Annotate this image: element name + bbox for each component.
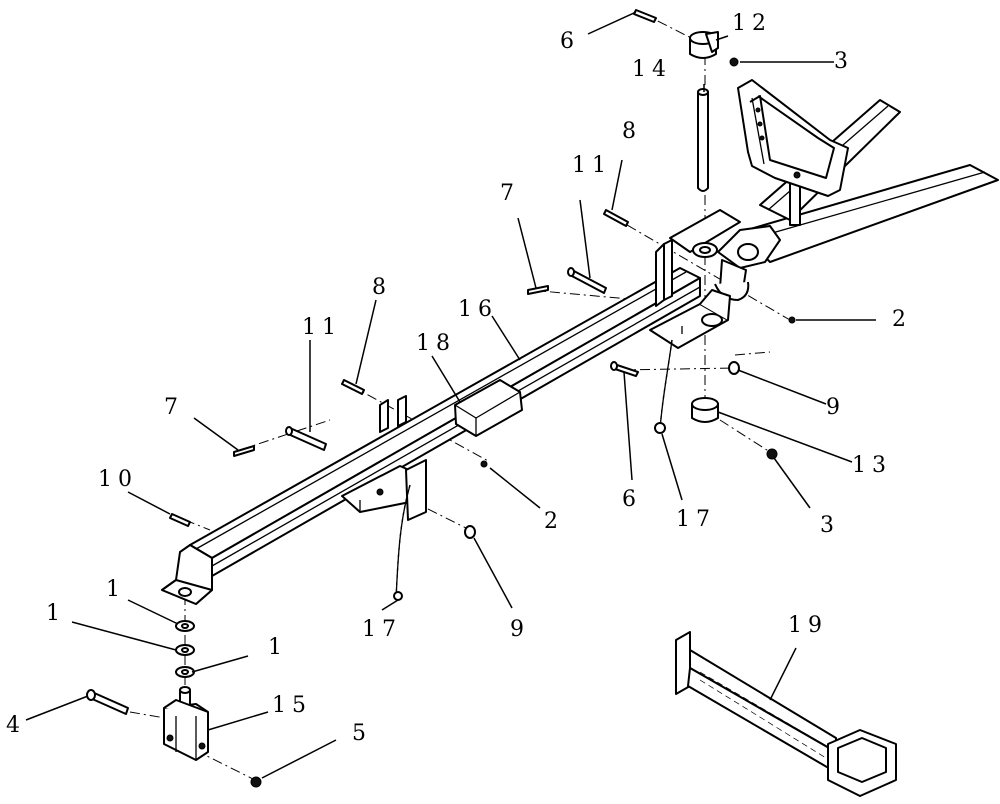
lynch-pin-8-upper: [603, 209, 629, 227]
callout-2-mid: 2: [544, 509, 564, 534]
callout-9-right: 9: [826, 395, 846, 420]
nut-2-right: [788, 316, 796, 324]
safety-chain-right: [654, 339, 673, 434]
lynch-pin-8-lower: [341, 379, 365, 395]
callout-7-upper: 7: [500, 181, 520, 206]
callout-6-top: 6: [560, 29, 580, 54]
callout-16: 16: [458, 297, 498, 322]
mid-bracket: [341, 395, 427, 521]
washers-1: [175, 620, 195, 678]
callout-6-lower: 6: [622, 487, 642, 512]
callout-7-lower: 7: [164, 395, 184, 420]
pin-11-upper: [567, 267, 607, 294]
nut-2-mid: [480, 460, 488, 468]
clip-9-right: [728, 361, 740, 375]
callout-10: 10: [98, 467, 138, 492]
callout-19: 19: [788, 613, 828, 638]
bolt-6-top: [633, 9, 657, 23]
clamp-12: [689, 31, 719, 59]
nut-3-top: [729, 57, 739, 67]
callout-11-lower: 11: [302, 315, 342, 340]
callout-5: 5: [352, 721, 372, 746]
callout-labels: 12 6 3 14 8 11 7 2 16 8 11 18 9 7 13 10 …: [6, 11, 912, 746]
rear-hitch-plate: [649, 209, 741, 349]
callout-11-upper: 11: [572, 153, 612, 178]
tongue-beam-16: [189, 267, 701, 577]
tractor-hitch-frame: [714, 79, 999, 301]
pin-10: [169, 513, 191, 527]
callout-3-lower: 3: [820, 513, 840, 538]
callout-2-right: 2: [892, 307, 912, 332]
callout-1-low: 1: [268, 635, 288, 660]
nut-3-lower: [766, 448, 778, 460]
bolt-6-lower: [610, 361, 639, 377]
callout-18: 18: [416, 331, 456, 356]
clip-9-left: [464, 525, 476, 539]
pin-11-lower: [285, 426, 327, 451]
callout-4: 4: [6, 713, 26, 738]
callout-17-right: 17: [676, 507, 716, 532]
stand-15: [163, 686, 209, 761]
clamp-13: [691, 397, 719, 423]
callout-17-left: 17: [362, 617, 402, 642]
nut-5: [250, 776, 262, 788]
callout-1-top: 1: [106, 577, 126, 602]
front-bracket: [161, 544, 213, 605]
cotter-pin-7-lower: [233, 445, 255, 457]
callout-14: 14: [632, 57, 672, 82]
cotter-pin-7-upper: [527, 285, 549, 295]
callout-13: 13: [852, 453, 892, 478]
callout-3-top: 3: [834, 49, 854, 74]
callout-8-lower: 8: [372, 275, 392, 300]
callout-8-upper: 8: [622, 119, 642, 144]
hitch-pin-14: [697, 88, 709, 192]
leader-lines: [25, 11, 876, 779]
callout-1-mid: 1: [46, 601, 66, 626]
callout-12: 12: [732, 11, 772, 36]
callout-9-left: 9: [510, 617, 530, 642]
extension-tube-19: [675, 631, 897, 797]
bolt-4: [86, 689, 129, 715]
callout-15: 15: [272, 693, 312, 718]
